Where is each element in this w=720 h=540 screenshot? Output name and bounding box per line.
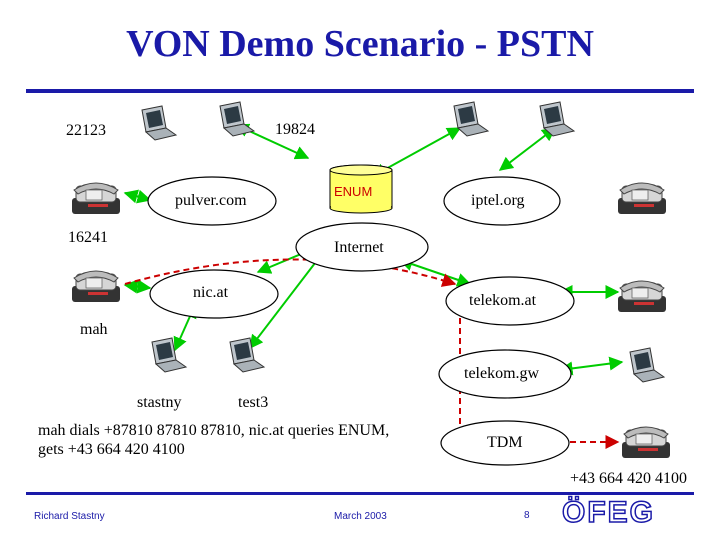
laptop-icon-iptel-2 <box>539 101 575 137</box>
laptop-icon-test3 <box>229 337 265 373</box>
node-label-iptel: iptel.org <box>471 192 525 209</box>
laptop-icon-22123 <box>141 105 177 141</box>
phone-icon-pstn <box>621 426 671 459</box>
footer-author: Richard Stastny <box>34 511 105 522</box>
link-internet-test3 <box>249 248 326 350</box>
label-pstn-number: +43 664 420 4100 <box>570 470 688 487</box>
scenario-note-line2: gets +43 664 420 4100 <box>38 441 185 458</box>
footer-rule <box>26 492 694 495</box>
link-gw-laptop <box>558 356 624 376</box>
phone-icon-telekom <box>617 280 667 313</box>
laptop-icon-stastny <box>151 337 187 373</box>
label-stastny: stastny <box>137 394 182 411</box>
node-label-enum: ENUM <box>334 184 373 199</box>
node-telekom-gw <box>438 349 572 399</box>
node-internet <box>295 222 429 272</box>
title-rule <box>26 89 694 93</box>
node-label-nicat: nic.at <box>193 284 229 301</box>
node-label-telekom-at: telekom.at <box>469 292 537 309</box>
link-mah-nicat <box>123 279 152 294</box>
scenario-note: mah dials +87810 87810 87810, nic.at que… <box>38 421 458 459</box>
node-label-tdm: TDM <box>487 434 523 451</box>
phone-icon-16241 <box>71 182 121 215</box>
node-tdm <box>440 420 570 466</box>
node-label-pulver: pulver.com <box>175 192 247 209</box>
link-16241-pulver <box>123 189 152 204</box>
node-pulver <box>147 176 277 226</box>
enum-database-icon <box>329 164 393 214</box>
node-iptel <box>443 176 561 226</box>
scenario-note-line1: mah dials +87810 87810 87810, nic.at que… <box>38 422 390 439</box>
label-19824: 19824 <box>275 121 315 138</box>
laptop-icon-gw <box>629 347 665 383</box>
phone-icon-mah <box>71 270 121 303</box>
node-nicat <box>149 269 279 319</box>
footer-page-number: 8 <box>524 510 530 521</box>
node-telekom-at <box>445 276 575 326</box>
footer-date: March 2003 <box>334 511 387 522</box>
page-title: VON Demo Scenario - PSTN <box>126 23 594 65</box>
phone-icon-iptel <box>617 182 667 215</box>
label-test3: test3 <box>238 394 269 411</box>
laptop-icon-19824 <box>219 101 255 137</box>
node-label-internet: Internet <box>334 239 384 256</box>
link-internet-telekom <box>398 257 472 287</box>
node-label-telekom-gw: telekom.gw <box>464 365 540 382</box>
label-22123: 22123 <box>66 122 106 139</box>
label-16241: 16241 <box>68 229 108 246</box>
laptop-icon-iptel-1 <box>453 101 489 137</box>
label-mah: mah <box>80 321 108 338</box>
call-path-arc <box>124 258 457 287</box>
logo: ÖFEG <box>561 495 656 530</box>
link-iptel-laptop <box>498 127 557 171</box>
